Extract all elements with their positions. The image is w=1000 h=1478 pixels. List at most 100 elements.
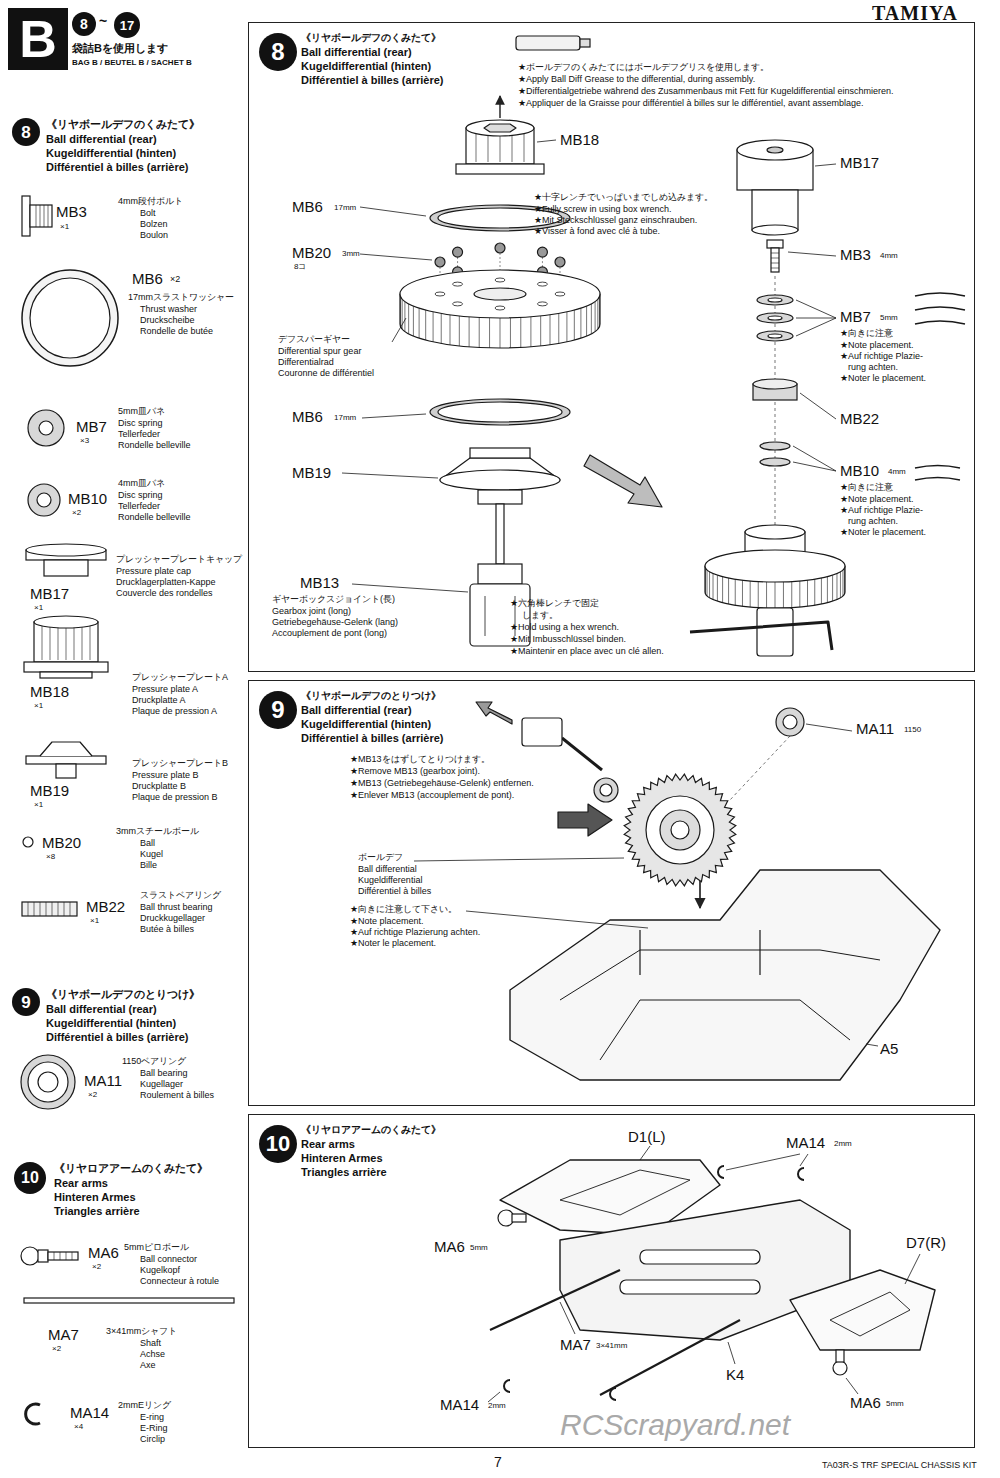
note-text: Kugellager [140, 1079, 183, 1089]
e-ring [798, 1168, 804, 1180]
pressure-plate [26, 756, 106, 764]
gear-tooth [489, 318, 490, 348]
note-text: Boulon [140, 230, 168, 240]
quantity-note: ×3 [80, 436, 89, 445]
ball-bearing [594, 778, 618, 802]
plate-spline [66, 624, 67, 660]
note-text: プレッシャープレートB [132, 758, 228, 768]
note-text: Disc spring [118, 490, 163, 500]
part-code: MB18 [30, 683, 69, 700]
quantity-note: 8コ [294, 262, 306, 271]
gear-hub [671, 821, 689, 839]
part-code: MB20 [292, 244, 331, 261]
gearbox-joint [522, 718, 562, 746]
quantity-note: 3×41mm [596, 1341, 627, 1350]
note-text: Tellerfeder [118, 501, 160, 511]
gear-tooth [717, 575, 718, 601]
gear-tooth [821, 578, 822, 604]
spur-gear [400, 270, 600, 318]
note-text: ギヤーボックスジョイント(長) [272, 594, 395, 604]
thrust-bearing [22, 902, 77, 916]
pressure-plate-cap [752, 225, 798, 235]
gear-tooth [479, 317, 480, 347]
plate-spline [82, 624, 83, 660]
bearing-ball [64, 902, 65, 916]
gearbox-joint [757, 608, 793, 656]
step-panel: 《リヤボールデフのくみたて》Ball differential (rear)Ku… [248, 22, 975, 672]
bearing-ball [52, 902, 53, 916]
gear-tooth [558, 313, 559, 343]
gear-tooth [595, 301, 596, 331]
note-text: Rondelle belleville [118, 512, 191, 522]
suspension-arm [790, 1270, 935, 1350]
disc-spring [768, 298, 782, 302]
bolt-thread [771, 263, 779, 264]
bolt-head [767, 240, 783, 248]
bearing-ball [70, 902, 71, 916]
spring-profile [915, 478, 960, 481]
gear-tooth [758, 582, 759, 608]
note-text: Pressure plate cap [116, 566, 191, 576]
part-code: MB17 [840, 154, 879, 171]
note-text: Ball connector [140, 1254, 197, 1264]
note-text: 3×41mmシャフト [106, 1326, 177, 1336]
quantity-note: ×2 [52, 1344, 61, 1353]
leader-line [796, 318, 836, 319]
gear-tooth [766, 582, 767, 608]
note-text: ★向きに注意 [840, 482, 893, 492]
gear-tooth [775, 582, 776, 608]
note-text: 4mm皿バネ [118, 478, 165, 488]
bolt-thread [66, 1252, 67, 1260]
gear-tooth [709, 572, 710, 598]
shaft [562, 738, 602, 770]
leader-line [352, 584, 468, 592]
note-text: Accouplement de pont (long) [272, 628, 387, 638]
gear-tooth [408, 304, 409, 334]
gear-tooth [574, 310, 575, 340]
step-heading: Kugeldifferential (hinten) [301, 717, 974, 731]
gear-tooth [520, 317, 521, 347]
ball-connector [48, 1252, 78, 1260]
part-code: MA11 [84, 1072, 122, 1089]
flow-arrow [476, 702, 512, 724]
step-panel: 《リヤロアアームのくみたて》Rear armsHinteren ArmesTri… [248, 1114, 975, 1448]
plate-spline [58, 624, 59, 660]
note-text: ★Noter le placement. [840, 373, 926, 383]
step-heading: Ball differential (rear) [301, 703, 974, 717]
part-code: A5 [880, 1040, 898, 1057]
disc-spring [28, 410, 64, 446]
note-text: Rondelle de butée [140, 326, 213, 336]
note-text: Tellerfeder [118, 429, 160, 439]
note-text: ★向きに注意 [840, 328, 893, 338]
note-text: ボールデフ [358, 852, 403, 862]
gear-tooth [713, 573, 714, 599]
pressure-plate [40, 742, 92, 756]
bearing-ball [28, 902, 29, 916]
note-text: ★Note placement. [840, 340, 914, 350]
leader-line [800, 1154, 808, 1166]
leader-line [342, 473, 438, 478]
note-text: 5mmピロボール [124, 1242, 189, 1252]
step-heading: Kugeldifferential (hinten) [301, 59, 974, 73]
bolt-thread [72, 1252, 73, 1260]
step-number-text: 10 [21, 1170, 39, 1186]
assembly-arrow [499, 96, 500, 118]
part-code: MA7 [48, 1326, 79, 1343]
part-code: D1(L) [628, 1128, 666, 1145]
drawing [21, 36, 965, 1424]
gear-hole [453, 282, 463, 286]
quantity-note: ×2 [88, 1090, 97, 1099]
step-number-text: 8 [80, 17, 88, 31]
quantity-note: 3mm [342, 249, 360, 258]
note-text: 《リヤボールデフのくみたて》 [46, 118, 200, 131]
note-text: ★Apply Ball Diff Grease to the different… [518, 74, 755, 84]
pressure-plate [440, 470, 560, 490]
note-text: Plaque de pression A [132, 706, 217, 716]
step-number: 8 [259, 33, 297, 71]
step-number: 8 [72, 12, 96, 36]
gear-tooth [728, 578, 729, 604]
steel-ball [495, 243, 505, 253]
quantity-note: ×1 [34, 800, 43, 809]
note-text: Pressure plate B [132, 770, 199, 780]
part-code: MA11 [856, 720, 894, 737]
